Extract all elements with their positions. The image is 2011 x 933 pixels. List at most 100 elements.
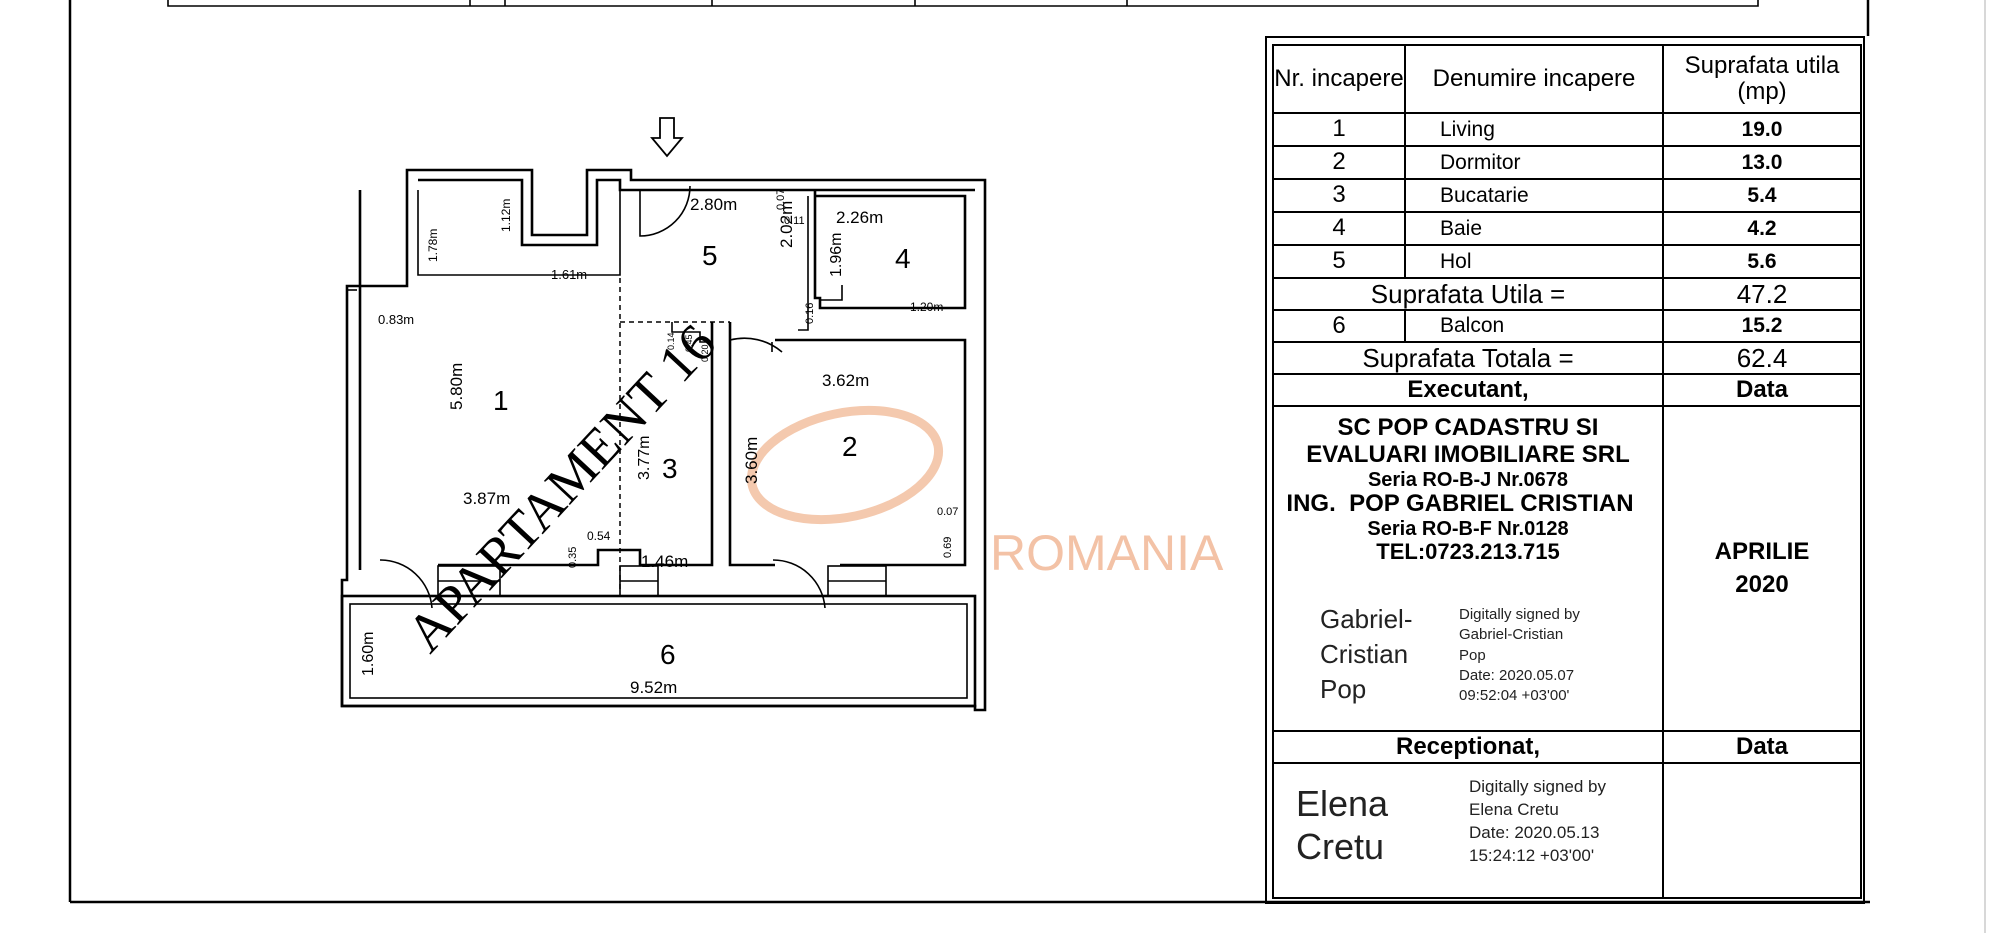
dimension-label: 3.77m (636, 436, 653, 480)
row-area: 4.2 (1662, 211, 1862, 246)
bathroom-door (820, 285, 843, 301)
firm-line: ING. POP GABRIEL CRISTIAN (1286, 490, 1634, 518)
row-area: 5.6 (1662, 244, 1862, 279)
windows (437, 565, 887, 597)
dimension-label: 1.46m (641, 552, 688, 571)
top-table-dividers (469, 0, 1128, 6)
outer-wall-inner (418, 178, 975, 247)
totala-value: 62.4 (1662, 341, 1862, 375)
entrance-door (639, 185, 691, 237)
room-area-table: Nr. incapere Denumire incapere Suprafata… (1272, 44, 1862, 899)
entrance-arrow-icon (650, 117, 684, 158)
room-number-4: 4 (895, 243, 911, 274)
firm-line: SC POP CADASTRU SI (1337, 414, 1599, 441)
room-number-6: 6 (660, 639, 676, 670)
firm-line: Seria RO-B-F Nr.0128 (1367, 518, 1569, 541)
dimension-label: 0.16 (804, 303, 816, 324)
dimension-label: 2.26m (836, 208, 883, 227)
row-area: 5.4 (1662, 178, 1862, 213)
balcony-inner (349, 603, 968, 699)
dimension-label: 3.62m (822, 371, 869, 390)
hall-wall (798, 196, 809, 331)
dimension-label: 3.87m (463, 489, 510, 508)
date-cell: APRILIE 2020 (1662, 405, 1862, 732)
table-row: 1 Living 19.0 (1272, 112, 1862, 147)
row-name: Bucatarie (1404, 178, 1664, 213)
room-number-2: 2 (842, 431, 858, 462)
watermark-swoosh (746, 405, 944, 525)
balcony-door-2 (772, 559, 826, 609)
dimension-label: 2.02m (777, 201, 796, 248)
header-name: Denumire incapere (1404, 44, 1664, 114)
header-nr: Nr. incapere (1272, 44, 1406, 114)
receptionat-date-cell (1662, 762, 1862, 899)
table-row: 5 Hol 5.6 (1272, 244, 1862, 279)
dimension-label: 0.69 (942, 537, 954, 558)
row-area: 13.0 (1662, 145, 1862, 180)
bathroom-wall (813, 190, 967, 310)
balcony-door-1 (379, 559, 433, 609)
firm-line: Seria RO-B-J Nr.0678 (1367, 468, 1569, 491)
outer-wall (340, 168, 987, 712)
row-nr: 5 (1272, 244, 1406, 279)
dimension-label: 0.07 (937, 506, 958, 518)
info-sheet-frame (1265, 36, 1865, 904)
executant-label: Executant, (1272, 373, 1664, 407)
totala-label: Suprafata Totala = (1272, 341, 1664, 375)
dimension-label: 0.45 (684, 334, 694, 352)
dimension-label: 3.60m (742, 437, 761, 484)
apartment-label: APARTAMENT 16 (395, 313, 727, 663)
row-area: 15.2 (1662, 309, 1862, 343)
row-nr: 4 (1272, 211, 1406, 246)
dimension-label: 1.20m (910, 300, 943, 314)
dimension-label: 0.14 (666, 332, 676, 350)
row-name: Hol (1404, 244, 1664, 279)
dimension-label: 0.07 (775, 189, 787, 210)
dimension-label: 0.35 (567, 547, 579, 568)
top-table-edge (167, 0, 1759, 7)
dimension-label: 1.78m (426, 229, 440, 262)
row-name: Dormitor (1404, 145, 1664, 180)
firm-line: TEL:0723.213.715 (1376, 539, 1560, 565)
utila-label: Suprafata Utila = (1272, 277, 1664, 311)
table-row: 4 Baie 4.2 (1272, 211, 1862, 246)
dimension-label: 1.61m (551, 267, 587, 282)
row-nr: 6 (1272, 309, 1406, 343)
table-row: 2 Dormitor 13.0 (1272, 145, 1862, 180)
row-nr: 3 (1272, 178, 1406, 213)
table-row: 3 Bucatarie 5.4 (1272, 178, 1862, 213)
utila-value: 47.2 (1662, 277, 1862, 311)
dimension-label: 0.20 (700, 344, 710, 362)
receptionat-label: Receptionat, (1272, 730, 1664, 764)
room1-top-wall (417, 190, 621, 276)
room-number-3: 3 (662, 453, 678, 484)
dimension-label: 9.52m (630, 678, 677, 697)
watermark-text: ROMANIA (990, 525, 1224, 581)
row-nr: 1 (1272, 112, 1406, 147)
dimension-label: 0.83m (378, 312, 414, 327)
row-name: Baie (1404, 211, 1664, 246)
dimension-label: 1.96m (828, 233, 845, 277)
executant-cell: SC POP CADASTRU SI EVALUARI IMOBILIARE S… (1272, 405, 1664, 732)
kitchen-shaft (671, 322, 712, 343)
dimension-label: 1.12m (499, 199, 513, 232)
firm-line: EVALUARI IMOBILIARE SRL (1306, 440, 1630, 468)
table-row: 6 Balcon 15.2 (1272, 309, 1862, 343)
bedroom-wall (728, 322, 967, 567)
room-number-5: 5 (702, 240, 718, 271)
kitchen-wall (438, 322, 714, 567)
dimension-label: 0.11 (784, 215, 805, 227)
dimension-label: 2.80m (690, 195, 737, 214)
bedroom-door (729, 337, 783, 353)
data-label-2: Data (1662, 730, 1862, 764)
room-number-1: 1 (493, 385, 509, 416)
dimension-label: 0.54 (587, 529, 611, 543)
row-name: Balcon (1404, 309, 1664, 343)
data-label: Data (1662, 373, 1862, 407)
row-name: Living (1404, 112, 1664, 147)
